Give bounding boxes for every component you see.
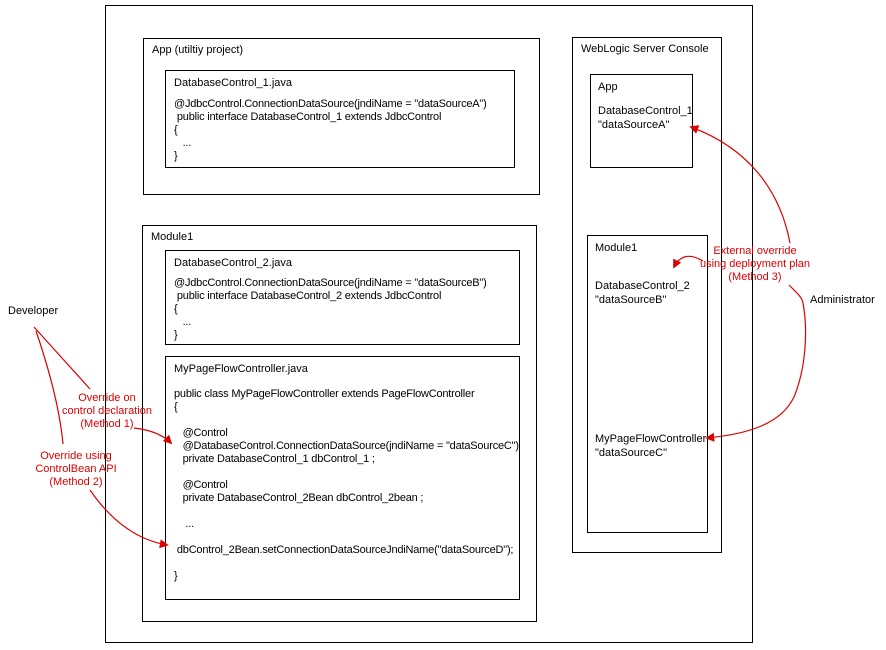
code-box-databasecontrol-1: DatabaseControl_1.java @JdbcControl.Conn…	[165, 70, 515, 168]
code-line: public interface DatabaseControl_2 exten…	[174, 290, 442, 302]
console-module1-controller-datasource: "dataSourceC"	[595, 447, 668, 459]
annotation-method3: External override using deployment plan …	[699, 245, 811, 283]
code-line: @JdbcControl.ConnectionDataSource(jndiNa…	[174, 98, 487, 110]
code-line	[174, 466, 519, 479]
app-project-title: App (utiltiy project)	[152, 44, 244, 56]
code-line: ...	[174, 518, 194, 530]
console-module1-title: Module1	[595, 242, 638, 254]
file-name: DatabaseControl_2.java	[174, 257, 293, 269]
code-line: private DatabaseControl_1 dbControl_1 ;	[174, 453, 375, 465]
code-line: {	[174, 124, 178, 136]
console-app-title: App	[598, 81, 618, 93]
console-app-datasource: "dataSourceA"	[598, 119, 670, 131]
code-lines: @JdbcControl.ConnectionDataSource(jndiNa…	[166, 277, 519, 342]
annotation-method2: Override using ControlBean API (Method 2…	[35, 450, 117, 488]
code-lines: public class MyPageFlowController extend…	[166, 388, 519, 583]
code-line	[174, 505, 519, 518]
console-module1-datasource: "dataSourceB"	[595, 294, 667, 306]
console-module1-box: Module1 DatabaseControl_2 "dataSourceB" …	[587, 235, 708, 533]
code-line: @DatabaseControl.ConnectionDataSource(jn…	[174, 440, 519, 452]
weblogic-console-title: WebLogic Server Console	[581, 43, 709, 55]
code-line: @Control	[174, 427, 228, 439]
code-lines: @JdbcControl.ConnectionDataSource(jndiNa…	[166, 98, 514, 163]
developer-label: Developer	[8, 305, 59, 317]
administrator-label: Administrator	[810, 294, 875, 306]
code-line	[174, 557, 519, 570]
console-app-box: App DatabaseControl_1 "dataSourceA"	[590, 74, 693, 168]
code-line: ...	[174, 316, 192, 328]
code-line: {	[174, 303, 178, 315]
code-box-mypageflowcontroller: MyPageFlowController.java public class M…	[165, 356, 520, 600]
annotation-method1: Override on control declaration (Method …	[62, 392, 152, 430]
code-line: ...	[174, 137, 192, 149]
code-line: }	[174, 329, 178, 341]
code-line	[174, 414, 519, 427]
code-line: public class MyPageFlowController extend…	[174, 388, 475, 400]
developer-to-method1-line	[33, 326, 91, 390]
code-line: @JdbcControl.ConnectionDataSource(jndiNa…	[174, 277, 487, 289]
module1-title: Module1	[151, 231, 194, 243]
code-line: public interface DatabaseControl_1 exten…	[174, 111, 442, 123]
console-module1-controller: MyPageFlowController	[595, 433, 707, 445]
console-app-control: DatabaseControl_1	[598, 105, 693, 117]
code-line: }	[174, 150, 178, 162]
code-line: @Control	[174, 479, 228, 491]
code-box-databasecontrol-2: DatabaseControl_2.java @JdbcControl.Conn…	[165, 250, 520, 345]
file-name: MyPageFlowController.java	[174, 363, 308, 375]
code-line: {	[174, 401, 178, 413]
code-line	[174, 531, 519, 544]
code-line: private DatabaseControl_2Bean dbControl_…	[174, 492, 424, 504]
file-name: DatabaseControl_1.java	[174, 77, 293, 89]
code-line: }	[174, 570, 178, 582]
console-module1-control: DatabaseControl_2	[595, 280, 690, 292]
code-line: dbControl_2Bean.setConnectionDataSourceJ…	[174, 544, 514, 556]
